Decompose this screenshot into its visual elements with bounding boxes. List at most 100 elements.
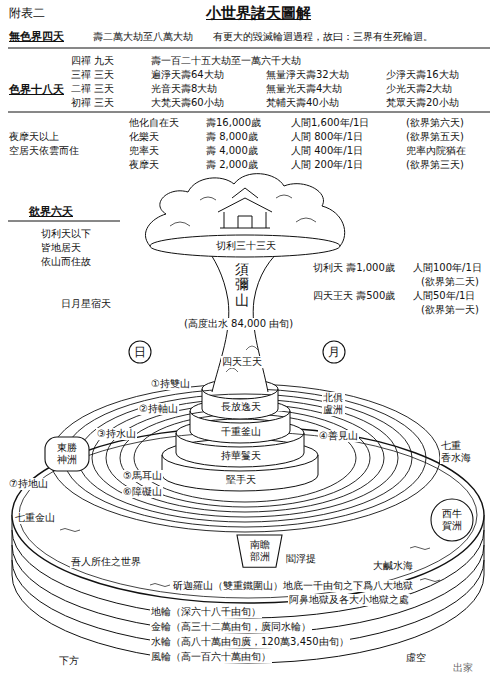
heaven-plateau — [150, 235, 340, 257]
realm-heading: 無色界四天 — [8, 30, 65, 43]
moon-disc: 月 — [322, 340, 346, 364]
iron-wall — [19, 432, 477, 598]
label: (欲界第三天) — [405, 159, 465, 171]
label: 人間50年/1日 — [412, 290, 476, 302]
node-text: 東勝神洲 — [57, 442, 78, 466]
node-outline — [323, 341, 345, 363]
label: 四禪 九天 — [70, 55, 115, 67]
label: 梵眾天壽20小劫 — [385, 97, 460, 109]
label: 人間 800年/1日 — [290, 131, 364, 143]
golden-ring — [106, 404, 384, 512]
label: 長放逸天 — [220, 401, 262, 413]
label: 兜率內院猶在 — [405, 145, 467, 157]
mountain-name: 須彌山 — [234, 262, 250, 308]
cloud-curl — [170, 195, 316, 226]
label: 有更大的毀滅輪迴過程，故曰：三界有生死輪迴。 — [212, 31, 434, 43]
label: 空居天依雲而住 — [8, 145, 80, 157]
sea-wave — [60, 529, 440, 587]
sun-disc: 日 — [128, 340, 152, 364]
label: 梵輔天壽40小劫 — [265, 97, 340, 109]
node-outline — [237, 535, 282, 567]
label: 阿鼻地獄及各大小地獄之處 — [288, 594, 410, 606]
realm-heading: 欲界六天 — [28, 205, 74, 218]
golden-ring — [134, 414, 356, 502]
rule-line — [8, 221, 120, 222]
label: 他化自在天 — [128, 117, 180, 129]
label: ⑥障礙山 — [122, 486, 163, 498]
node-outline — [431, 499, 473, 541]
label: (欲界第二天) — [420, 276, 480, 288]
label: (高度出水 84,000 由旬) — [183, 318, 294, 330]
node-outline — [129, 341, 151, 363]
rule-line — [8, 112, 490, 113]
label: 遍淨天壽64大劫 — [150, 69, 225, 81]
label: ④善見山 — [318, 430, 359, 442]
label: 無量淨天壽32大劫 — [265, 69, 350, 81]
wheel-band — [12, 575, 484, 663]
node-text: 日 — [134, 345, 146, 359]
node-text: 西牛賀洲 — [442, 508, 463, 532]
label: 壽16,000歲 — [205, 117, 262, 129]
label: 無量光天壽4大劫 — [265, 83, 343, 95]
label: 吾人所住之世界 — [70, 556, 142, 568]
label: 日月星宿天 — [60, 298, 112, 310]
label: ⑦持地山 — [8, 478, 49, 490]
label: 切利三十三天 — [215, 240, 277, 252]
label: 人間 200年/1日 — [290, 159, 364, 171]
label: 壽 8,000歲 — [205, 131, 259, 143]
label: 壽 2,000歲 — [205, 159, 259, 171]
label: 七重 香水海 — [440, 440, 473, 464]
label: 下方 — [58, 655, 80, 667]
label: 二禪 三天 — [70, 83, 115, 95]
label: 虛空 — [405, 652, 427, 664]
golden-ring — [64, 389, 426, 527]
label: 金輪（高三十二萬由旬，廣同水輪） — [150, 621, 312, 633]
continent-shape: 南瞻部洲 — [236, 534, 283, 568]
label: 人間 400年/1日 — [290, 145, 364, 157]
label: (欲界第六天) — [405, 117, 465, 129]
label: 附表二 — [8, 6, 46, 20]
label: 光音天壽8大劫 — [150, 83, 218, 95]
label: 少光天壽2大劫 — [385, 83, 453, 95]
label: 千重釜山 — [220, 426, 262, 438]
continent-shape: 西牛賀洲 — [430, 498, 474, 542]
node-text: 月 — [328, 345, 340, 359]
iron-wall — [12, 427, 484, 603]
label: 依山而住故 — [40, 256, 92, 268]
label: (欲界第一天) — [420, 304, 480, 316]
label: 人間1,600年/1日 — [290, 117, 370, 129]
label: 七重金山 — [14, 512, 56, 524]
label: 閻浮提 — [285, 553, 317, 565]
label: 水輪（高八十萬由旬廣，120萬3,450由旬） — [150, 636, 350, 648]
palace — [218, 188, 272, 228]
label: 地輪（深六十八千由旬） — [150, 606, 262, 618]
label: 北俱盧洲 — [322, 392, 345, 416]
label: 四天王天 — [221, 356, 263, 368]
diagram-title: 小世界諸天圖解 — [205, 4, 312, 22]
label: 初禪 三天 — [70, 97, 115, 109]
label: 壽二萬大劫至八萬大劫 — [92, 31, 194, 43]
label: 三禪 三天 — [70, 69, 115, 81]
label: ①持雙山 — [150, 378, 191, 390]
node-outline — [45, 437, 89, 471]
label: 化樂天 — [128, 131, 160, 143]
label: ②持軸山 — [138, 403, 179, 415]
label: 少淨天壽16大劫 — [385, 69, 460, 81]
label: 夜摩天 — [128, 159, 160, 171]
label: 壽一百二十五大劫至一萬六千大劫 — [150, 55, 302, 67]
label: 四天王天 壽500歲 — [312, 290, 396, 302]
label: 大梵天壽60小劫 — [150, 97, 225, 109]
label: 堅手天 — [225, 474, 257, 486]
label: ③持水山 — [96, 428, 137, 440]
node-text: 南瞻部洲 — [249, 539, 270, 563]
label: 切利天以下 — [40, 228, 92, 240]
label: 皆地居天 — [40, 242, 82, 254]
label: 人間100年/1日 — [412, 262, 483, 274]
continent-shape: 東勝神洲 — [44, 436, 90, 472]
label: 斫迦羅山（雙重鐵圍山）地底一千由旬之下爲八大地獄 — [172, 580, 414, 592]
label: 切利天 壽1,000歲 — [312, 262, 396, 274]
label: (欲界第五天) — [405, 131, 465, 143]
label: 壽 4,000歲 — [205, 145, 259, 157]
label: 風輪（高一百六十萬由旬） — [150, 651, 272, 663]
label: 持華鬘天 — [220, 450, 262, 462]
